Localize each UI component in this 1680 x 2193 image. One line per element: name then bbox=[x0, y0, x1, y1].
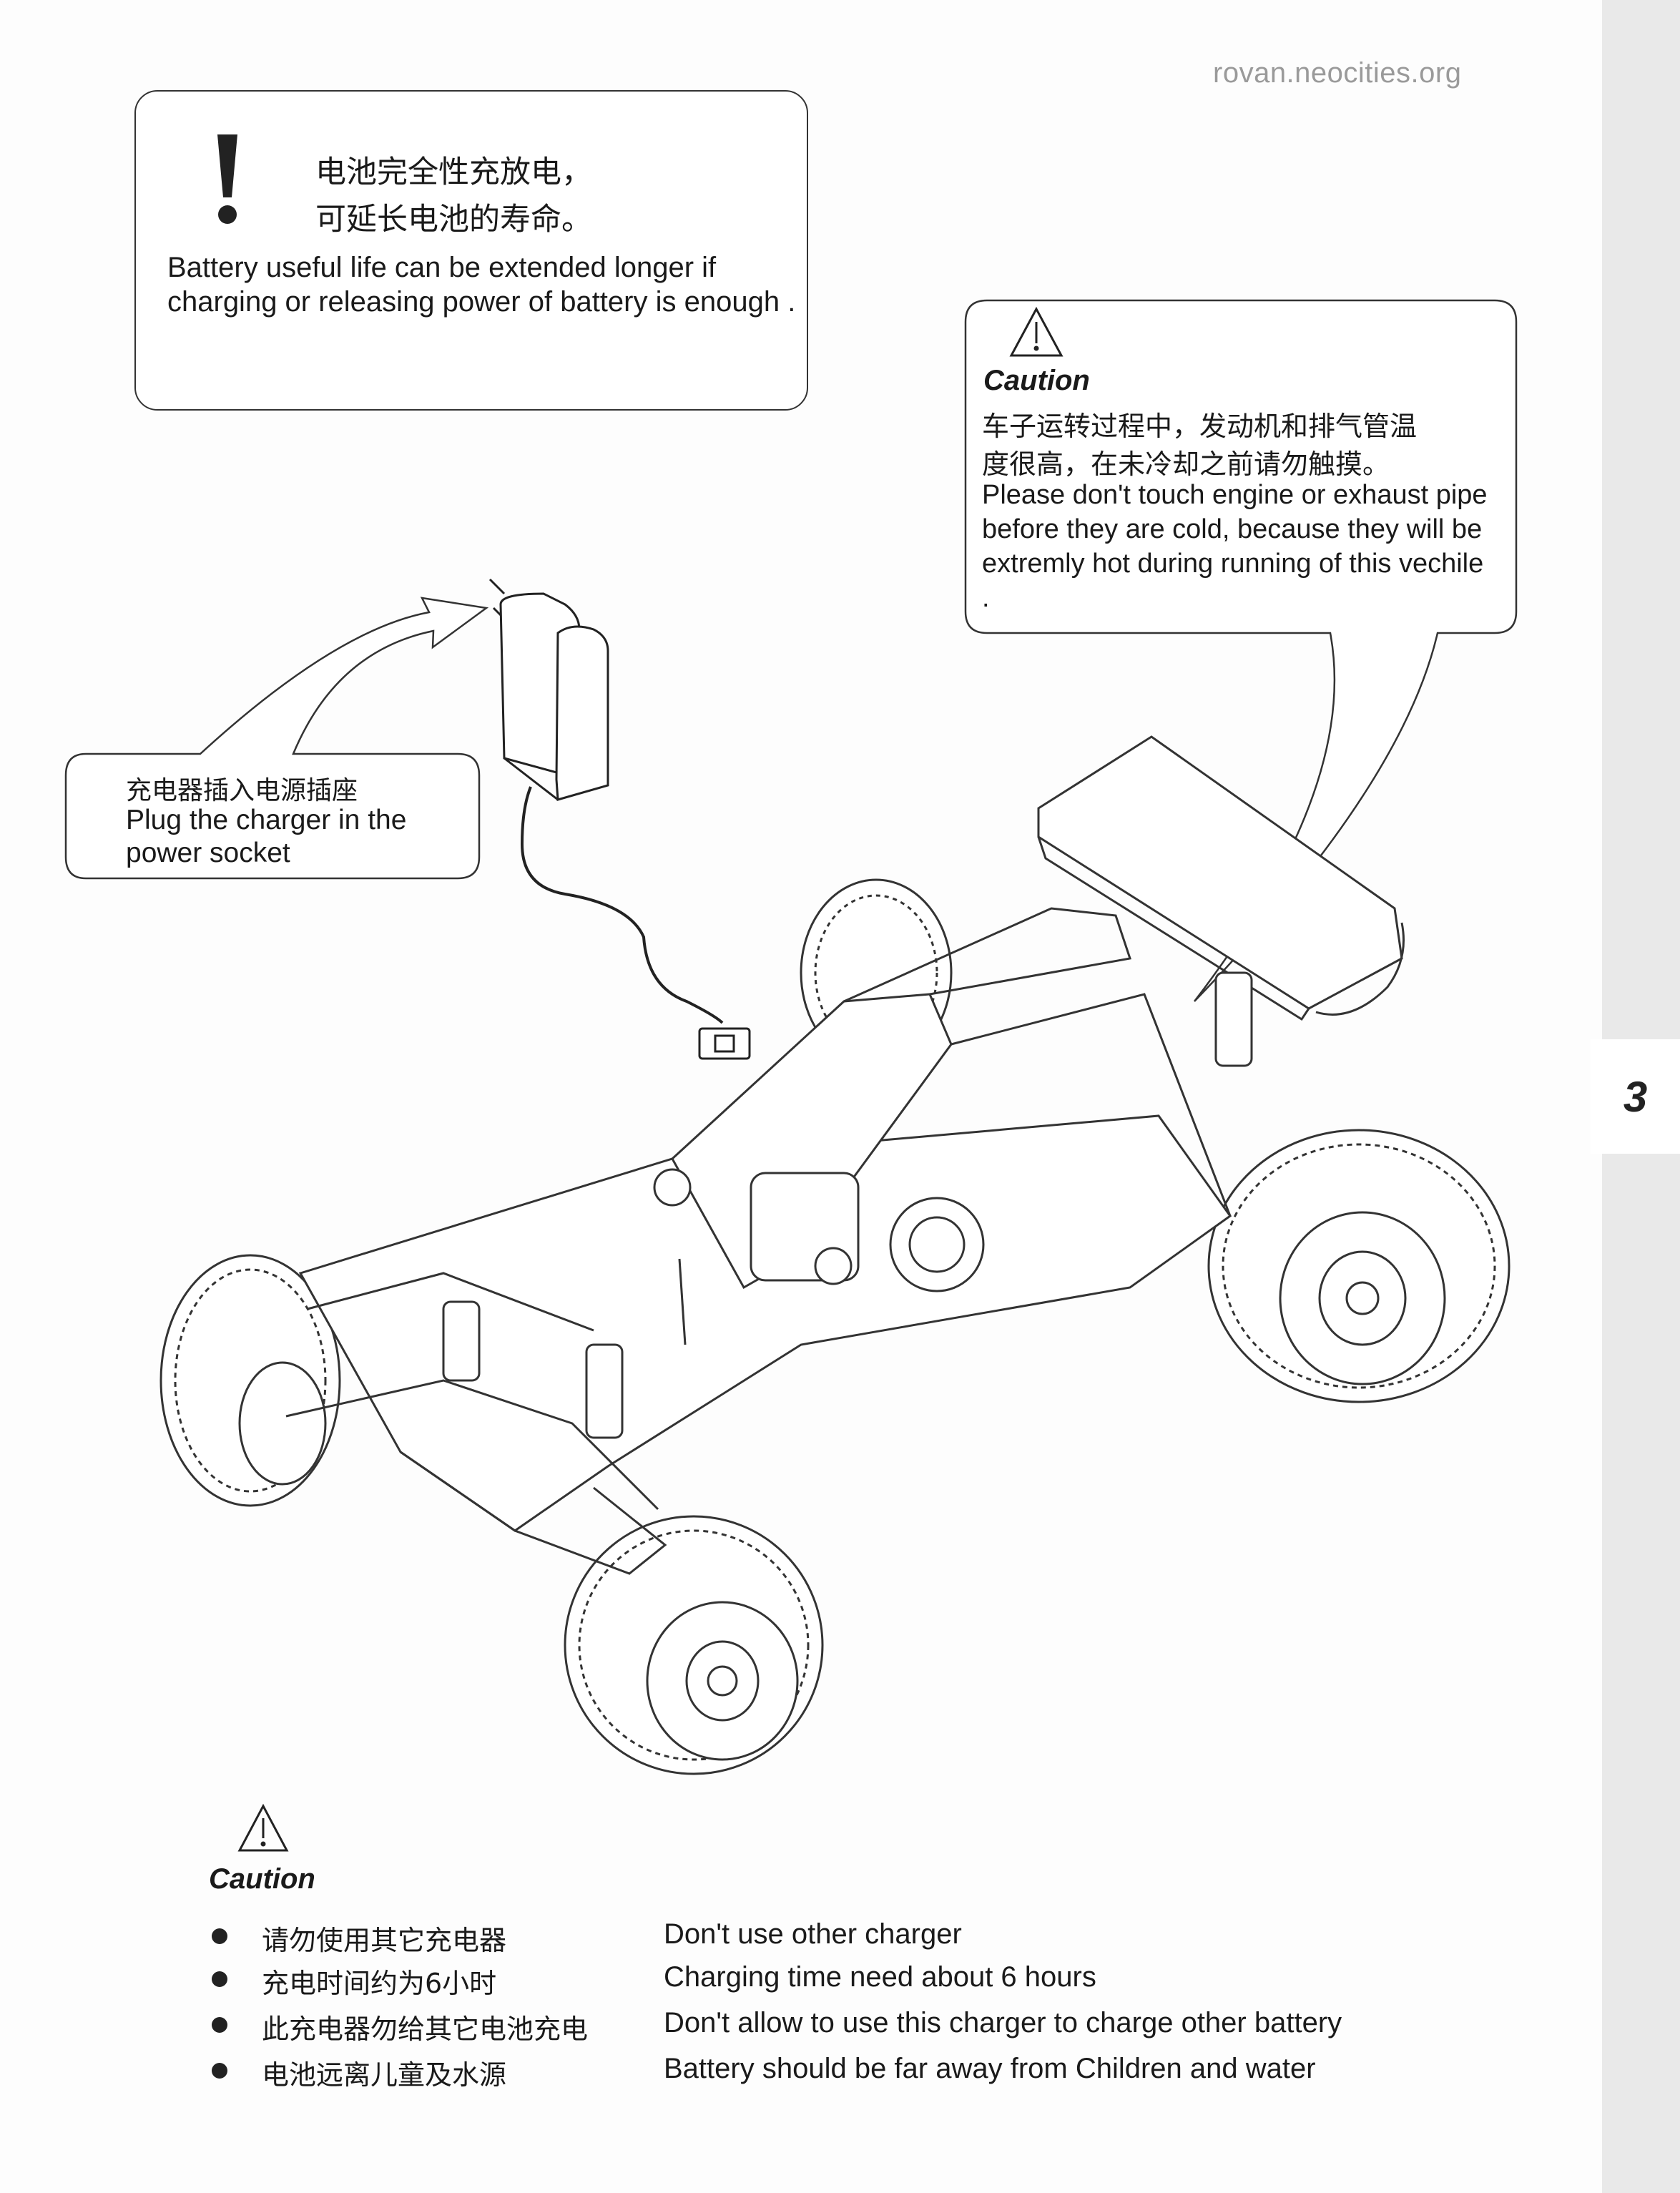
engine-caution-cn-line2: 度很高，在未冷却之前请勿触摸。 bbox=[982, 448, 1390, 480]
rc-buggy-illustration bbox=[159, 735, 1510, 1775]
bullet-icon bbox=[212, 2063, 227, 2079]
battery-cn-line1: 电池完全性充放电， bbox=[315, 154, 592, 190]
caution-item-en: Charging time need about 6 hours bbox=[664, 1961, 1096, 1993]
engine-warning-triangle-icon bbox=[1009, 306, 1063, 357]
charger-callout-bubble bbox=[64, 597, 489, 880]
page-number-tab: 3 bbox=[1591, 1039, 1680, 1154]
caution-item-cn: 请勿使用其它充电器 bbox=[262, 1925, 507, 1956]
bullet-icon bbox=[212, 1971, 227, 1987]
engine-caution-title: Caution bbox=[983, 365, 1090, 396]
exclamation-icon bbox=[217, 134, 237, 224]
caution-item-cn: 此充电器勿给其它电池充电 bbox=[262, 2013, 589, 2045]
caution-item-en: Don't allow to use this charger to charg… bbox=[664, 2007, 1342, 2039]
charger-callout-cn: 充电器插入电源插座 bbox=[126, 776, 358, 805]
caution-item-en: Battery should be far away from Children… bbox=[664, 2053, 1316, 2084]
bullet-icon bbox=[212, 1928, 227, 1944]
battery-cn-line2: 可延长电池的寿命。 bbox=[315, 202, 592, 237]
caution-item-en: Don't use other charger bbox=[664, 1918, 962, 1950]
page-number: 3 bbox=[1623, 1072, 1648, 1121]
battery-info-box bbox=[134, 90, 808, 411]
charger-callout-en: Plug the charger in the power socket bbox=[126, 805, 407, 868]
charger-plug-icon bbox=[488, 578, 751, 1060]
engine-caution-en-text: Please don't touch engine or exhaust pip… bbox=[982, 480, 1488, 613]
watermark: rovan.neocities.org bbox=[1213, 57, 1462, 89]
bottom-warning-triangle-icon bbox=[237, 1803, 289, 1852]
caution-item-cn: 充电时间约为6小时 bbox=[262, 1968, 497, 1999]
bullet-icon bbox=[212, 2017, 227, 2033]
bottom-caution-title: Caution bbox=[209, 1863, 315, 1895]
battery-en-text: Battery useful life can be extended long… bbox=[167, 252, 796, 318]
caution-item-cn: 电池远离儿童及水源 bbox=[262, 2059, 507, 2091]
engine-caution-bubble bbox=[964, 299, 1518, 1002]
engine-caution-cn-line1: 车子运转过程中，发动机和排气管温 bbox=[982, 411, 1418, 442]
